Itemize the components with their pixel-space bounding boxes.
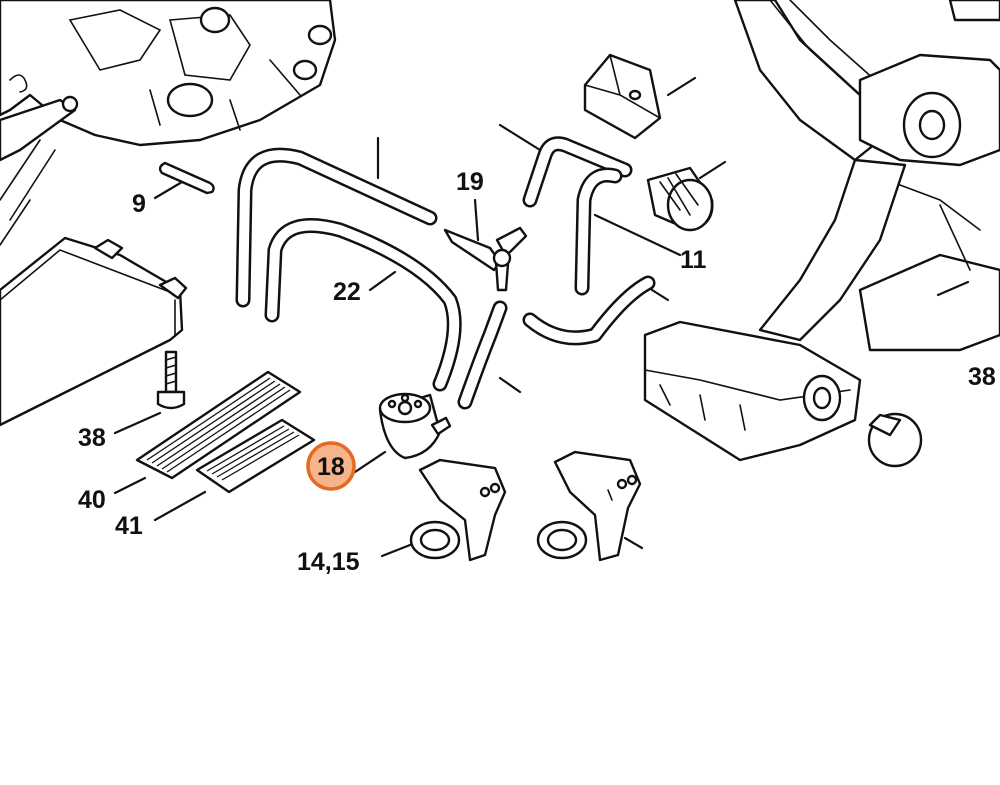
part-19-t-fitting <box>443 226 528 292</box>
label-22: 22 <box>333 278 361 306</box>
label-14-15: 14,15 <box>297 548 360 576</box>
label-40: 40 <box>78 486 106 514</box>
highlight-circle-18 <box>306 441 356 491</box>
part-11-pickup <box>646 166 714 232</box>
label-38-right: 38 <box>968 363 996 391</box>
engine-housing <box>0 0 337 246</box>
clip-part <box>583 53 662 140</box>
part-41-gasket <box>195 418 316 494</box>
plug-part <box>867 412 923 468</box>
cover-plate <box>0 236 188 427</box>
part-14-15-brackets <box>409 450 642 562</box>
upper-hoses <box>522 136 656 346</box>
label-9: 9 <box>132 190 146 218</box>
leader-lines <box>113 76 970 558</box>
label-18: 18 <box>317 453 345 481</box>
part-40-gasket <box>135 370 302 480</box>
handle-frame <box>643 0 1000 462</box>
label-38: 38 <box>78 424 106 452</box>
label-19: 19 <box>456 168 484 196</box>
part-9-pin <box>158 161 215 195</box>
label-11: 11 <box>680 246 707 274</box>
part-18-fuel-filter <box>378 392 452 460</box>
label-41: 41 <box>115 512 143 540</box>
part-22-hoses <box>235 147 508 410</box>
callout-labels: 9 19 11 22 38 38 40 41 18 14,15 <box>78 168 996 576</box>
part-38-screw <box>156 350 186 410</box>
